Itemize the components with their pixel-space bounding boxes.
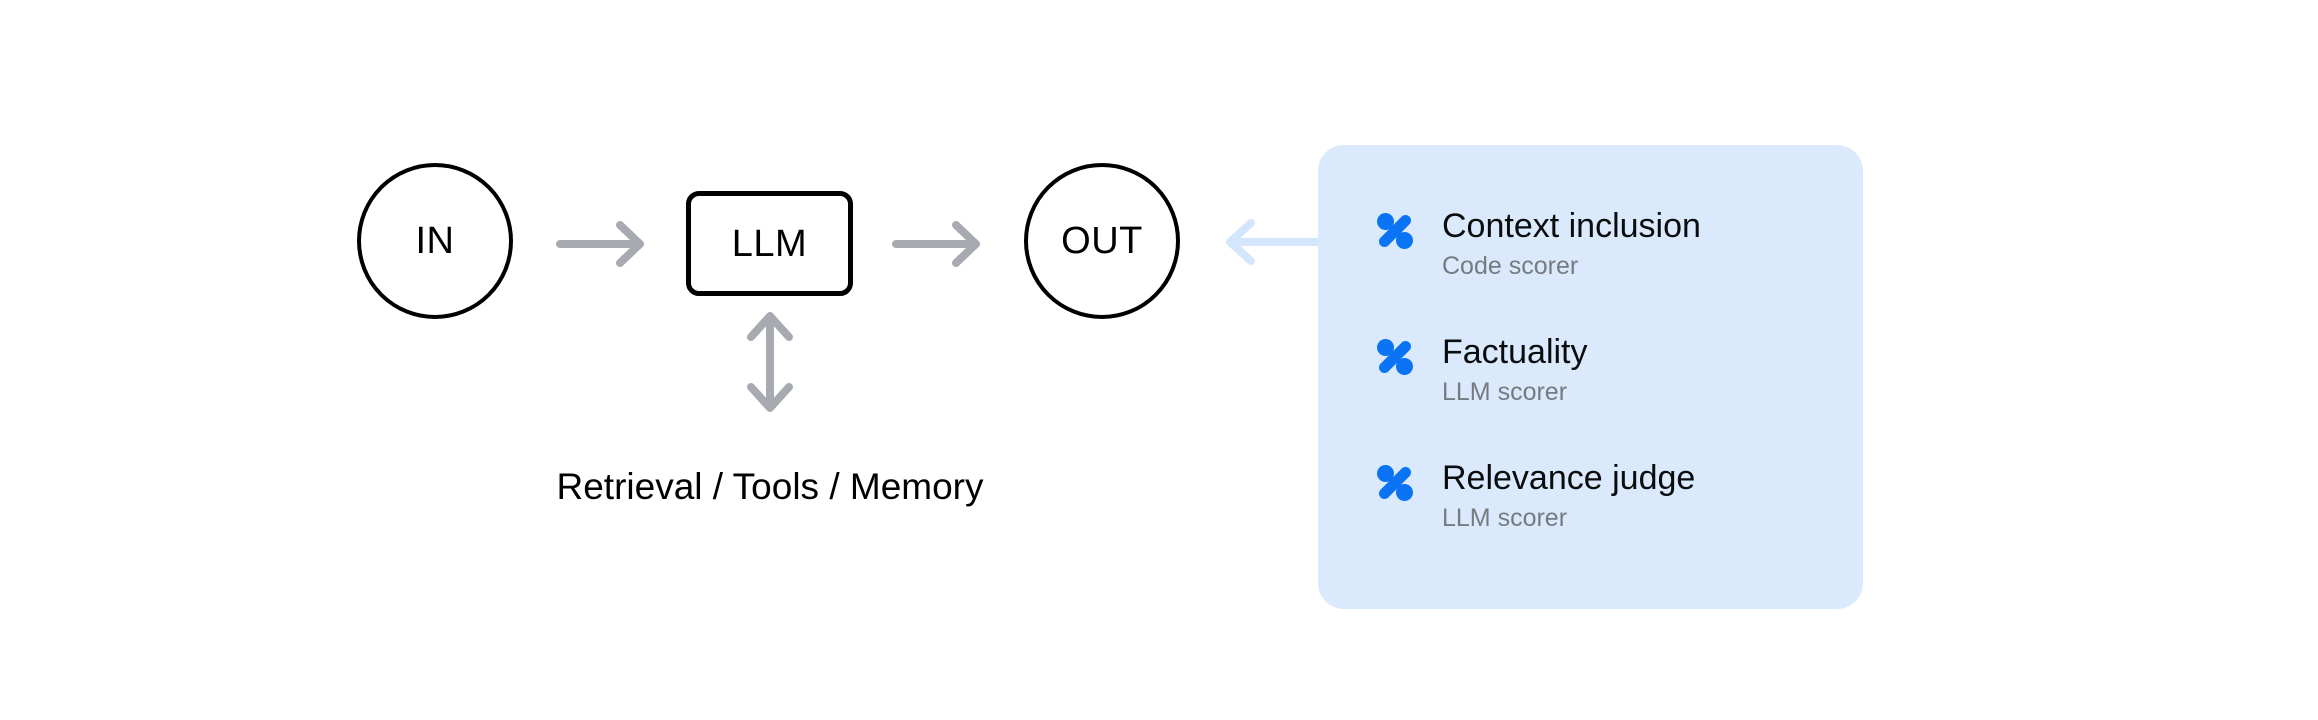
scorer-title: Context inclusion [1442,207,1701,245]
scorer-subtitle: LLM scorer [1442,378,1568,407]
node-llm-label: LLM [731,222,808,265]
percent-icon [1377,213,1413,249]
list-item-text: Relevance judge LLM scorer [1442,459,1695,533]
arrow-llm-to-out-icon [892,221,980,267]
node-llm: LLM [686,191,853,296]
node-in: IN [357,163,513,319]
node-in-label: IN [415,220,455,262]
scorer-subtitle: Code scorer [1442,252,1579,281]
scorer-title: Factuality [1442,333,1588,371]
node-out-label: OUT [1061,220,1143,262]
arrow-llm-to-tools-icon [747,312,793,412]
percent-icon [1377,339,1413,375]
arrow-panel-to-out-icon [1226,219,1324,265]
scorer-panel: Context inclusion Code scorer Factuality… [1318,145,1863,609]
list-item-text: Context inclusion Code scorer [1442,207,1701,281]
arrow-in-to-llm-icon [556,221,644,267]
percent-icon [1377,465,1413,501]
list-item-text: Factuality LLM scorer [1442,333,1588,407]
list-item[interactable]: Factuality LLM scorer [1375,333,1863,459]
list-item[interactable]: Context inclusion Code scorer [1375,207,1863,333]
tools-caption: Retrieval / Tools / Memory [556,466,984,507]
scorer-title: Relevance judge [1442,459,1696,497]
list-item[interactable]: Relevance judge LLM scorer [1375,459,1863,585]
scorer-subtitle: LLM scorer [1442,504,1568,533]
node-out: OUT [1024,163,1180,319]
